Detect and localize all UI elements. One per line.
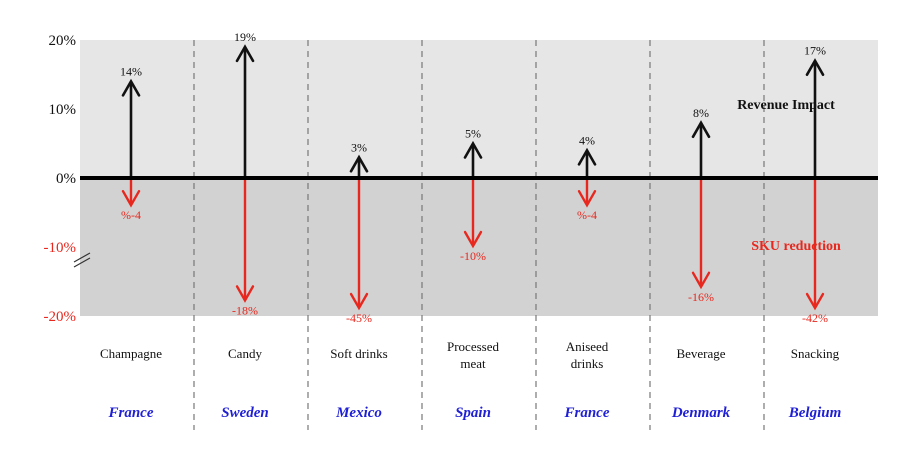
revenue-arrowhead [235, 44, 255, 63]
country-label: Sweden [221, 405, 269, 421]
y-axis: 20% 10% 0% -10% -20% [44, 33, 77, 325]
country-label: Belgium [788, 405, 842, 421]
category-label: meat [460, 356, 486, 371]
chart-marks: 14% %-4 19% -18% 3% -45% 5% -10% 4% %-4 8% -16% 17% -… [120, 30, 828, 325]
sku-value-label: -18% [232, 303, 258, 317]
y-tick-label: 0% [56, 171, 76, 187]
revenue-value-label: 17% [804, 44, 826, 58]
category-label: drinks [571, 356, 604, 371]
sku-arrowhead [235, 285, 255, 303]
legend-revenue-impact: Revenue Impact [737, 98, 835, 113]
category-label: Beverage [676, 346, 725, 361]
category-label: Aniseed [566, 339, 609, 354]
category-label: Snacking [791, 346, 840, 361]
country-label: Spain [455, 405, 491, 421]
sku-value-label: -16% [688, 290, 714, 304]
country-label: Denmark [671, 405, 731, 421]
bottom-band [80, 178, 878, 316]
sku-arrowhead [577, 190, 597, 208]
sku-arrowhead [121, 190, 141, 208]
revenue-value-label: 3% [351, 140, 367, 154]
revenue-arrowhead [805, 58, 825, 76]
revenue-value-label: 14% [120, 64, 142, 78]
country-label: France [564, 405, 610, 421]
revenue-value-label: 5% [465, 127, 481, 141]
country-label: France [108, 405, 154, 421]
sku-arrowhead [691, 271, 711, 290]
revenue-arrowhead [577, 147, 597, 166]
category-label: Processed [447, 339, 499, 354]
revenue-value-label: 4% [579, 133, 595, 147]
sku-arrowhead [349, 292, 369, 311]
y-tick-label: 20% [49, 33, 77, 49]
y-tick-label: 10% [49, 102, 77, 118]
axis-break-mark [73, 252, 91, 268]
revenue-arrowhead [691, 120, 711, 139]
category-label: Candy [228, 346, 262, 361]
country-label: Mexico [335, 405, 382, 421]
revenue-value-label: 8% [693, 106, 709, 120]
sku-arrowhead [463, 230, 483, 249]
revenue-arrowhead [463, 140, 483, 159]
sku-value-label: -10% [460, 249, 486, 263]
revenue-arrowhead [349, 154, 369, 173]
sku-value-label: %-4 [577, 208, 597, 222]
revenue-value-label: 19% [234, 30, 256, 44]
category-label: Soft drinks [330, 346, 387, 361]
sku-arrowhead [805, 292, 825, 311]
sku-value-label: -42% [802, 311, 828, 325]
column-dividers [193, 40, 765, 430]
revenue-arrowhead [121, 78, 141, 97]
y-tick-label: -20% [44, 309, 77, 325]
sku-value-label: %-4 [121, 208, 141, 222]
legend-sku-reduction: SKU reduction [751, 239, 841, 254]
category-label: Champagne [100, 346, 162, 361]
sku-value-label: -45% [346, 311, 372, 325]
y-tick-label: -10% [44, 240, 77, 256]
